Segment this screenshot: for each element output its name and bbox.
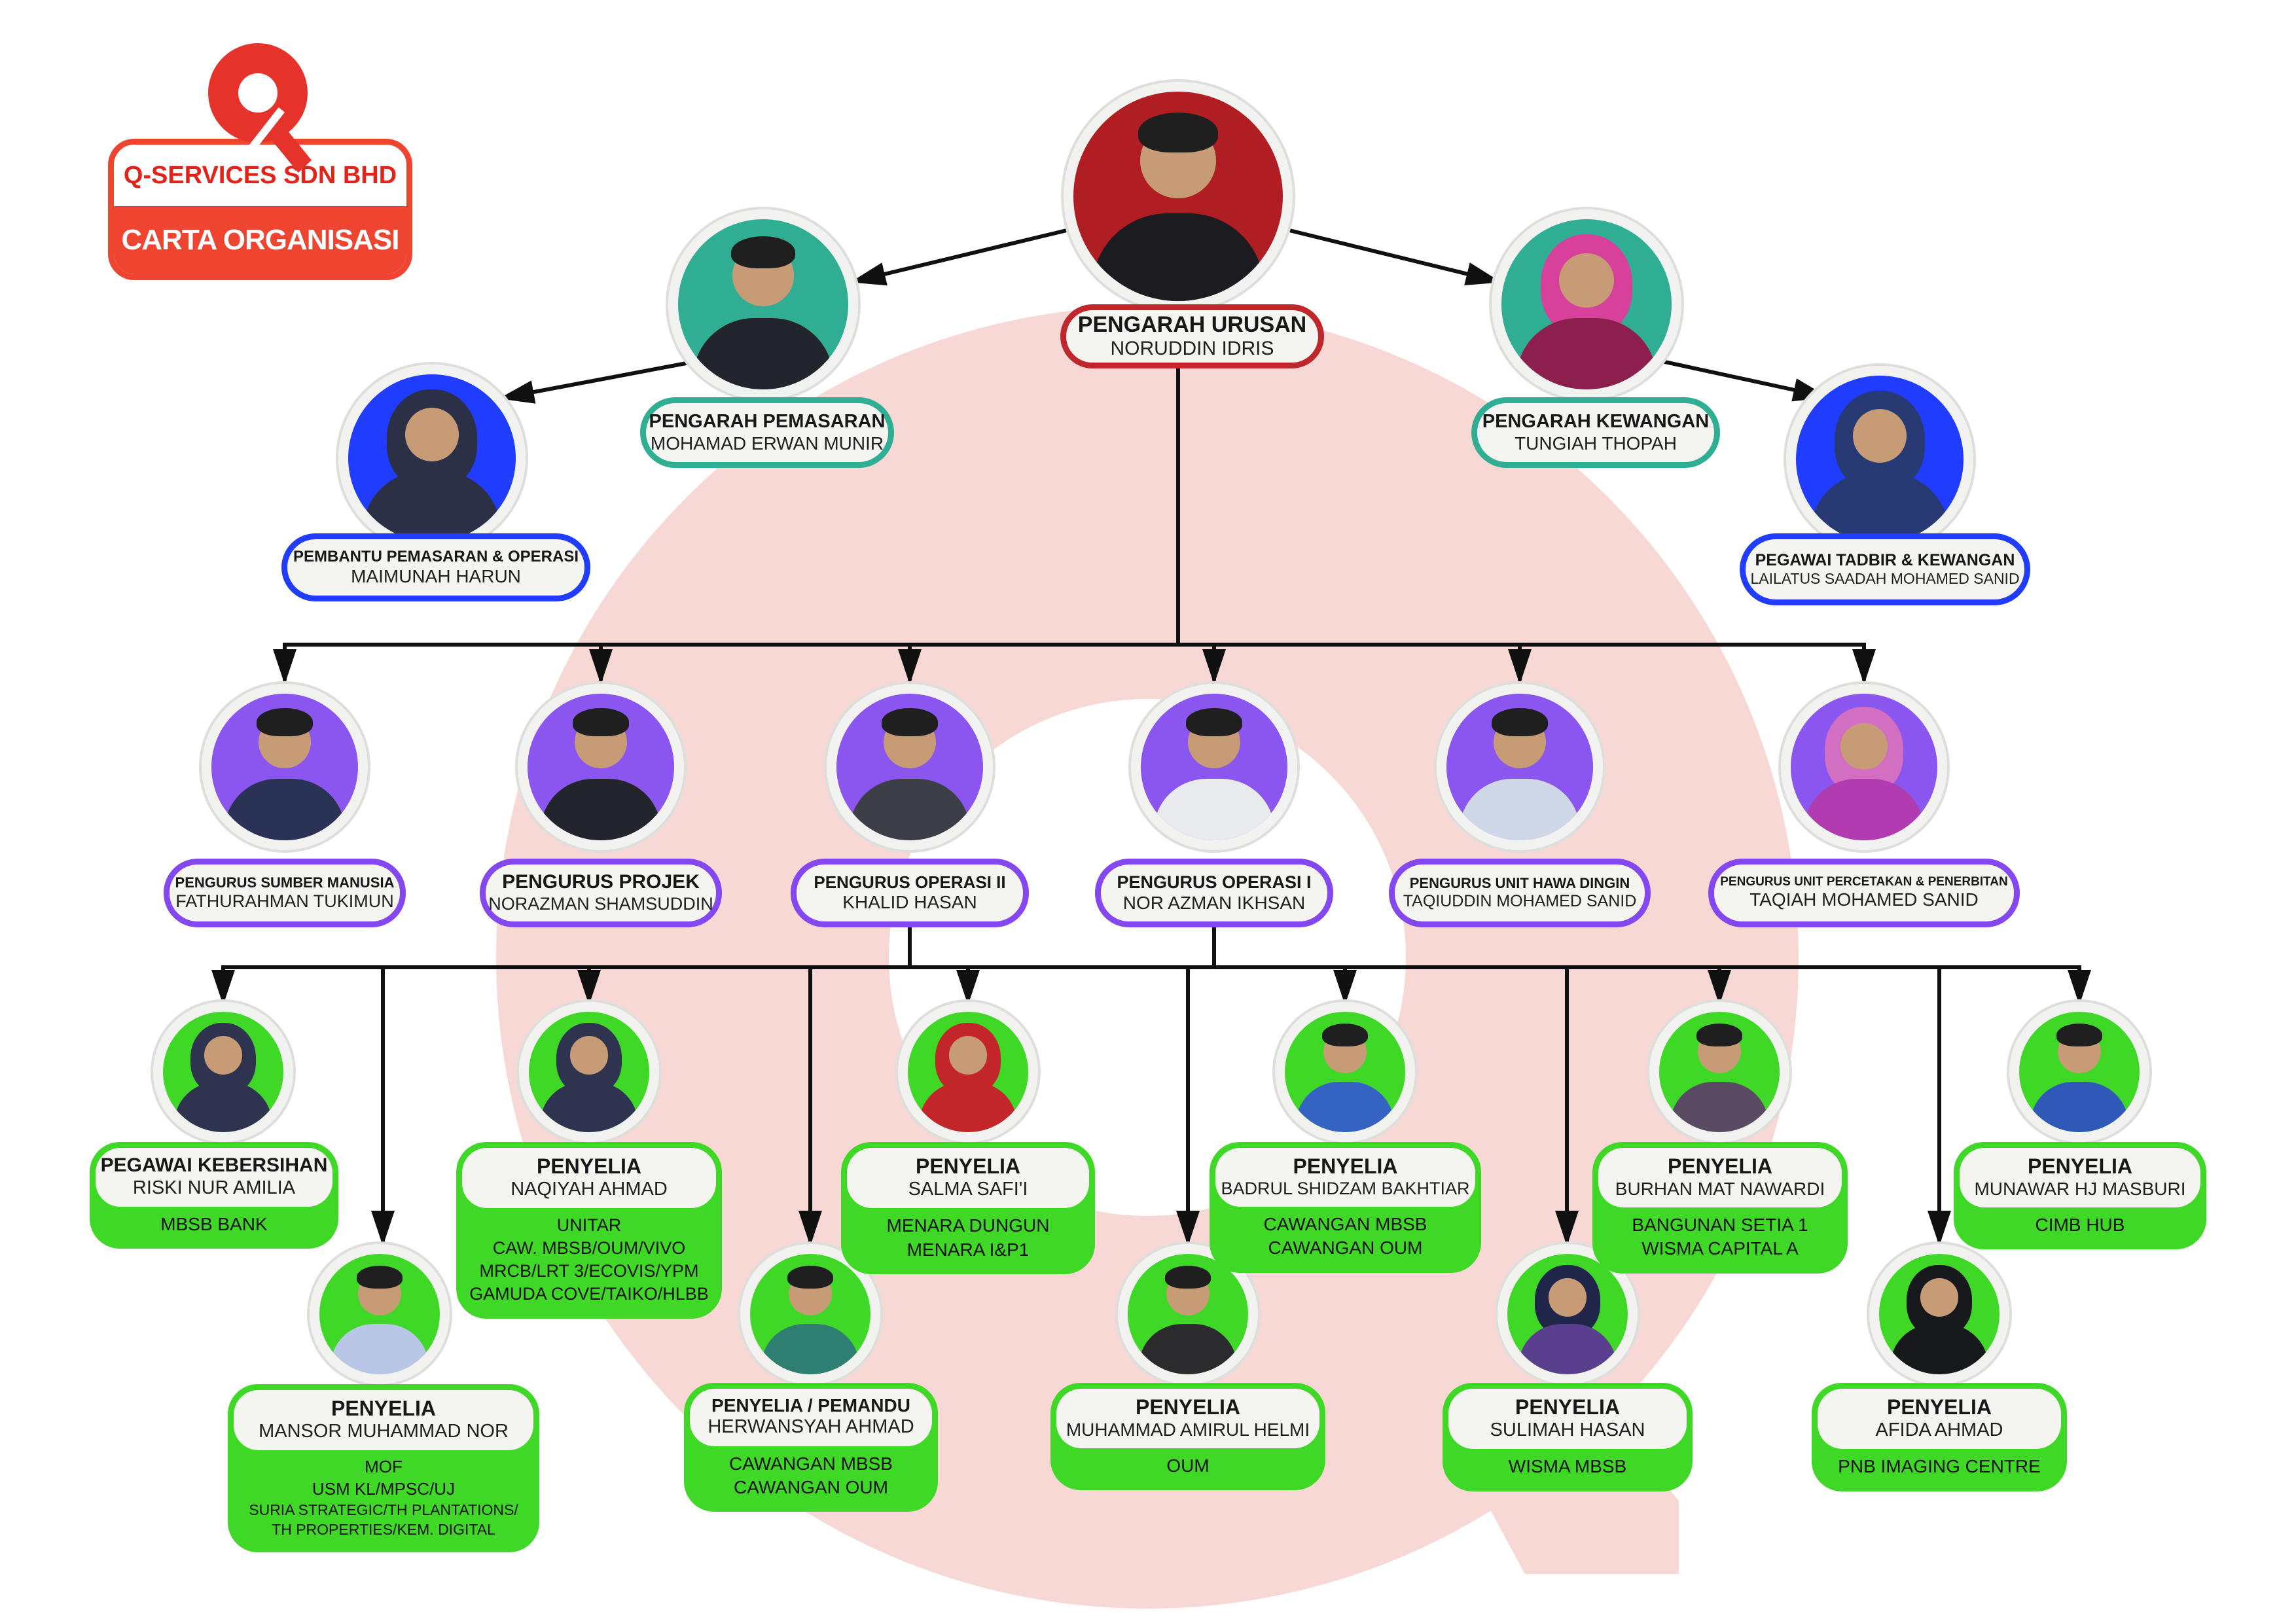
logo-title-box: Q-SERVICES SDN BHD CARTA ORGANISASI <box>108 139 412 280</box>
photo-mansor-muhammad-nor <box>319 1254 440 1374</box>
photo-taqiah-mohamed-sanid <box>1791 694 1937 840</box>
photo-burhan-mat-nawardi <box>1659 1012 1780 1132</box>
photo-lailatus-saadah-mohamed-sanid <box>1796 376 1964 543</box>
photo-muhammad-amirul-helmi <box>1128 1254 1248 1374</box>
photo-tungiah-thopah <box>1501 219 1672 389</box>
photo-badrul-shidzam-bakhtiar <box>1285 1012 1405 1132</box>
photo-noruddin-idris <box>1073 92 1283 301</box>
photo-herwansyah-ahmad <box>750 1254 870 1374</box>
photo-taqiuddin-mohamed-sanid <box>1446 694 1593 840</box>
page-title: CARTA ORGANISASI <box>121 224 400 256</box>
photo-fathurahman-tukimun <box>211 694 358 840</box>
photo-maimunah-harun <box>348 374 516 542</box>
photo-mohamad-erwan-munir <box>678 219 848 389</box>
photo-nor-azman-ikhsan <box>1141 694 1287 840</box>
company-name: Q-SERVICES SDN BHD <box>123 161 397 189</box>
photo-munawar-hj-masburi <box>2019 1012 2140 1132</box>
company-name-row: Q-SERVICES SDN BHD <box>114 145 406 206</box>
photo-salma-safii <box>908 1012 1028 1132</box>
photo-norazman-shamsuddin <box>528 694 674 840</box>
photo-naqiyah-ahmad <box>529 1012 649 1132</box>
chart-title-row: CARTA ORGANISASI <box>114 206 406 274</box>
photo-afida-ahmad <box>1879 1254 2000 1374</box>
photo-sulimah-hasan <box>1507 1254 1628 1374</box>
photo-khalid-hasan <box>836 694 983 840</box>
q-logo-icon <box>208 43 308 143</box>
photo-riski-nur-amilia <box>163 1012 283 1132</box>
